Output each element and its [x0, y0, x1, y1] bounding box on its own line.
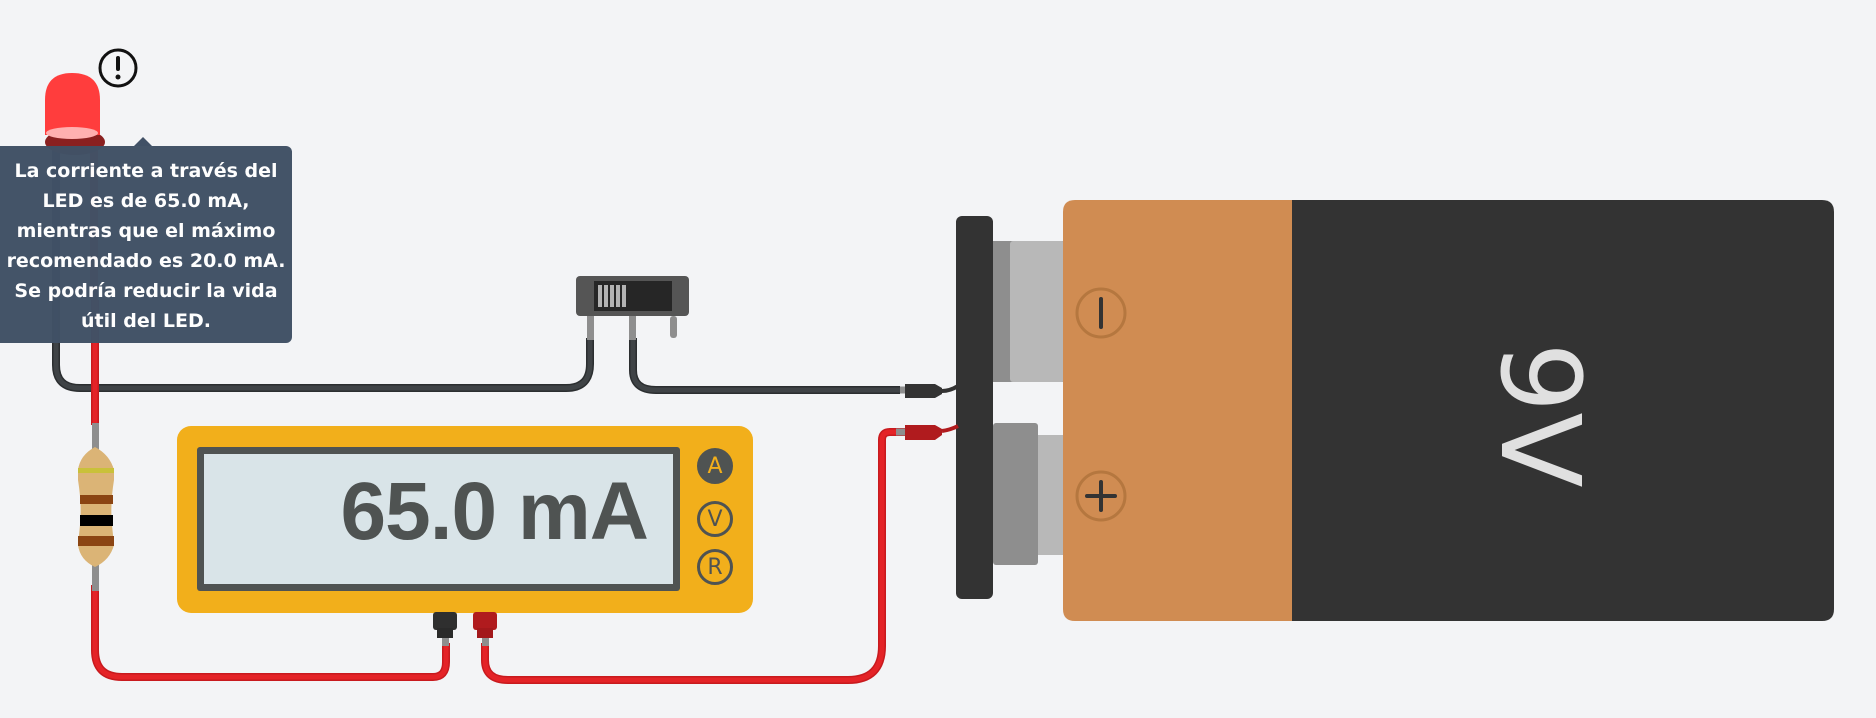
- battery-connector-red[interactable]: [896, 424, 959, 440]
- battery-clip: [956, 216, 993, 599]
- battery-pos-terminal: [993, 423, 1038, 565]
- tooltip-line: Se podría reducir la vida: [14, 280, 278, 302]
- multimeter-reading: 65.0 mA: [340, 466, 649, 557]
- resistor-band-1: [80, 495, 113, 504]
- multimeter[interactable]: [177, 426, 753, 646]
- probe-socket-black[interactable]: [433, 612, 457, 646]
- switch-slider[interactable]: [598, 285, 626, 307]
- resistor-band-gold: [78, 468, 114, 473]
- led-dome: [45, 73, 100, 135]
- tooltip-line: LED es de 65.0 mA,: [42, 190, 250, 212]
- warning-icon[interactable]: [98, 48, 138, 88]
- wire-black-switch-battery[interactable]: [629, 338, 900, 394]
- slide-switch[interactable]: [576, 276, 689, 340]
- battery-connector-black[interactable]: [900, 384, 960, 398]
- mode-button-voltmeter[interactable]: V: [697, 501, 733, 537]
- battery-minus-icon: [1075, 287, 1127, 339]
- battery-orange-cap: [1063, 200, 1292, 621]
- battery-9v[interactable]: [956, 200, 1834, 621]
- tooltip-line: recomendado es 20.0 mA.: [6, 250, 286, 272]
- tooltip-line: mientras que el máximo: [16, 220, 276, 242]
- battery-pos-terminal-outer: [1038, 435, 1066, 555]
- wire-red-meter-battery[interactable]: [481, 428, 905, 684]
- mode-button-ohmmeter[interactable]: R: [697, 549, 733, 585]
- tooltip-line: útil del LED.: [81, 310, 211, 332]
- mode-button-ammeter[interactable]: A: [697, 448, 733, 484]
- battery-neg-terminal: [1010, 241, 1065, 382]
- battery-plus-icon: [1075, 470, 1127, 522]
- wire-black-led-switch[interactable]: [52, 300, 594, 392]
- tooltip-arrow: [134, 137, 152, 146]
- resistor-band-3: [78, 536, 114, 546]
- led-highlight: [46, 127, 98, 139]
- resistor-band-2: [80, 515, 113, 526]
- battery-body: [1292, 200, 1834, 621]
- multimeter-display: [204, 454, 673, 584]
- tooltip-line: La corriente a través del: [14, 160, 278, 182]
- resistor[interactable]: [78, 423, 114, 591]
- wire-red-resistor-meter[interactable]: [91, 585, 450, 681]
- warning-tooltip: La corriente a través del LED es de 65.0…: [0, 146, 292, 343]
- probe-socket-red[interactable]: [473, 612, 497, 646]
- battery-label: 9V: [1476, 342, 1604, 488]
